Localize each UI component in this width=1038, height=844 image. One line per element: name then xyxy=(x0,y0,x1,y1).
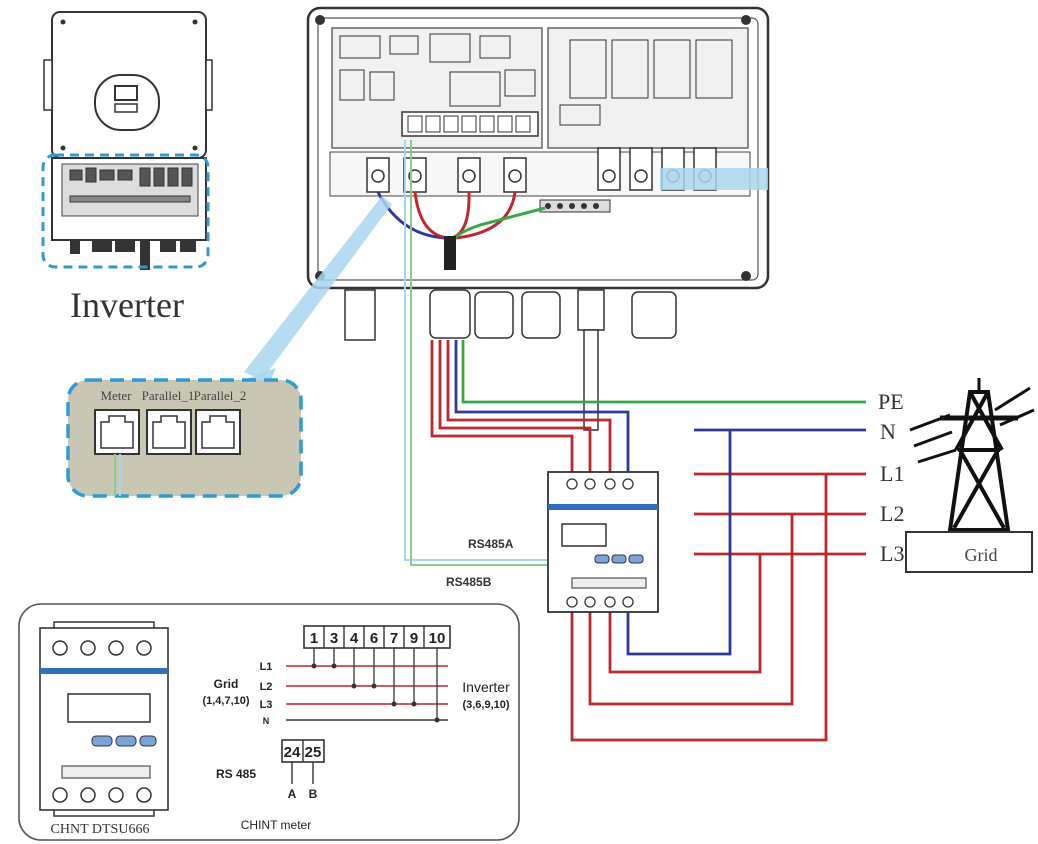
parallel-2-port-icon xyxy=(195,409,241,455)
inset-n-label: N xyxy=(263,716,270,726)
inset-grid-terminals: (1,4,7,10) xyxy=(202,695,249,707)
chint-meter-label: CHINT meter xyxy=(241,818,311,832)
inset-wiring-lines xyxy=(286,648,448,723)
rs485-terminal-strip xyxy=(281,739,325,784)
l1-label: L1 xyxy=(880,461,904,486)
terminal-10: 10 xyxy=(429,630,446,647)
inset-grid-label: Grid xyxy=(214,677,239,691)
highlight-dashed-box xyxy=(41,153,210,269)
rs485-terminal-24: 24 xyxy=(284,744,301,761)
inset-meter-drawing xyxy=(39,621,169,817)
inset-l1-label: L1 xyxy=(260,661,273,673)
rs485b-label: RS485B xyxy=(446,575,492,589)
parallel-1-port-icon xyxy=(146,409,192,455)
grid-box xyxy=(905,531,1033,573)
inset-rs485-label: RS 485 xyxy=(216,767,256,781)
inverter-wiring-compartment xyxy=(306,6,770,431)
n-label: N xyxy=(880,419,896,444)
l2-label: L2 xyxy=(880,501,904,526)
inverter-display-icon xyxy=(94,74,160,131)
pe-label: PE xyxy=(878,389,904,414)
parallel-1-port-label: Parallel_1 xyxy=(142,388,195,403)
grid-box-label: Grid xyxy=(965,545,998,565)
l3-label: L3 xyxy=(880,541,904,566)
transmission-tower-icon xyxy=(909,378,1035,532)
inset-inverter-terminals: (3,6,9,10) xyxy=(462,699,509,711)
rs485-b-label: B xyxy=(309,787,318,801)
meter-port-icon xyxy=(94,409,140,455)
inset-l3-label: L3 xyxy=(260,699,273,711)
inset-inverter-label: Inverter xyxy=(462,679,510,695)
highlight-beam xyxy=(244,196,392,380)
communication-port-panel xyxy=(66,378,303,498)
grid-terminal-strip xyxy=(303,625,451,649)
terminal-3: 3 xyxy=(330,630,338,647)
terminal-7: 7 xyxy=(390,630,398,647)
terminal-4: 4 xyxy=(350,630,359,647)
terminal-1: 1 xyxy=(310,630,318,647)
parallel-2-port-label: Parallel_2 xyxy=(194,388,247,403)
inset-l2-label: L2 xyxy=(260,681,273,693)
inverter-thumbnail xyxy=(41,11,213,270)
terminal-9: 9 xyxy=(410,630,418,647)
meter-port-label: Meter xyxy=(100,388,132,403)
meter-model-label: CHNT DTSU666 xyxy=(51,822,150,837)
power-wires xyxy=(430,340,866,742)
energy-meter xyxy=(547,471,659,613)
inverter-label: Inverter xyxy=(70,285,184,325)
rs485-terminal-25: 25 xyxy=(305,744,322,761)
rs485-a-label: A xyxy=(288,787,297,801)
terminal-6: 6 xyxy=(370,630,378,647)
rs485a-label: RS485A xyxy=(468,537,514,551)
